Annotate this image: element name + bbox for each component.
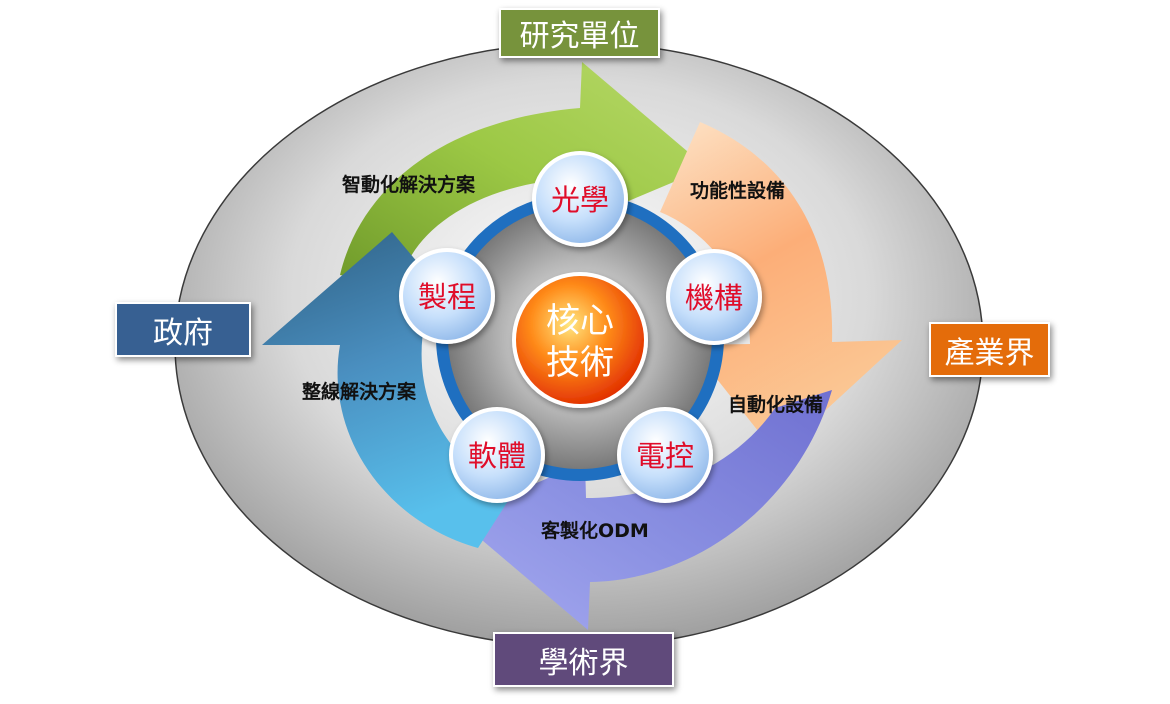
tech-node-process: 製程 <box>399 248 495 344</box>
core-label-line1: 核心 <box>546 301 614 341</box>
tech-circle <box>532 151 628 247</box>
stakeholder-research-institute: 研究單位 <box>499 8 660 58</box>
tech-circle <box>666 249 762 345</box>
tech-circle <box>449 407 545 503</box>
tech-label-software: 軟體 <box>468 439 526 473</box>
solution-line-integration: 整線解決方案 <box>302 380 417 403</box>
arrow-green <box>340 62 707 285</box>
stakeholder-government: 政府 <box>115 302 251 357</box>
tech-node-optics: 光學 <box>532 151 628 247</box>
tech-label-optics: 光學 <box>551 183 609 217</box>
core-label-line2: 技術 <box>546 343 614 383</box>
arrow-orange <box>660 122 902 455</box>
solution-functional-equipment: 功能性設備 <box>690 179 785 202</box>
tech-node-software: 軟體 <box>449 407 545 503</box>
solution-smart-automation: 智動化解決方案 <box>342 173 476 196</box>
stakeholder-industry: 產業界 <box>929 322 1050 377</box>
tech-node-electrical-control: 電控 <box>617 407 713 503</box>
core-circle <box>512 272 648 408</box>
tech-label-electrical-control: 電控 <box>636 439 694 473</box>
tech-label-process: 製程 <box>418 280 476 314</box>
core-technology: 核心 技術 <box>512 272 648 408</box>
stakeholder-academia: 學術界 <box>493 632 674 687</box>
solution-automation-equipment: 自動化設備 <box>728 393 823 416</box>
arrow-purple <box>456 390 832 630</box>
tech-circle <box>617 407 713 503</box>
tech-node-mechanism: 機構 <box>666 249 762 345</box>
solution-custom-odm: 客製化ODM <box>541 519 649 542</box>
tech-label-mechanism: 機構 <box>685 281 743 315</box>
tech-circle <box>399 248 495 344</box>
